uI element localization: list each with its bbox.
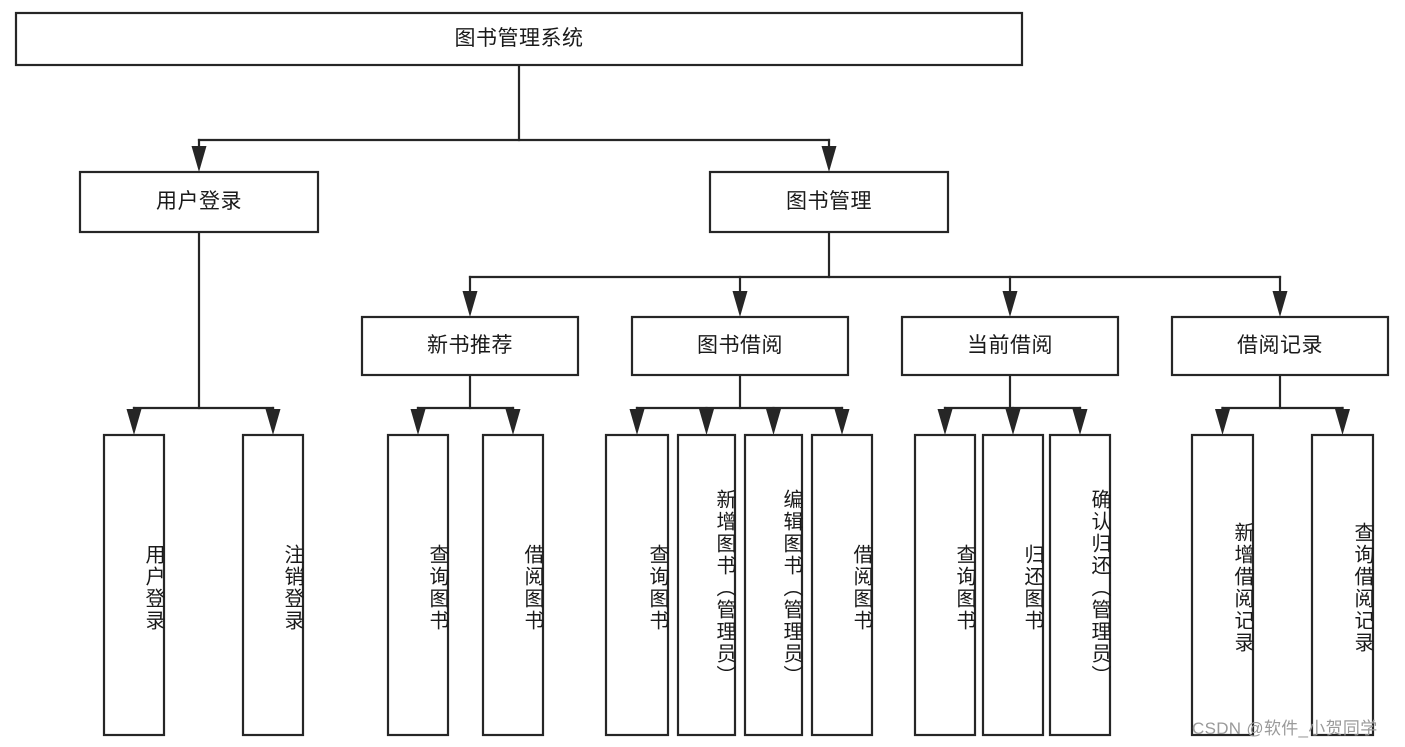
node-box-leaf-bb-add[interactable]: [676, 433, 737, 737]
nodes-layer: [14, 11, 1390, 737]
arrow-to-leaf-bb-add: [699, 409, 714, 435]
node-box-new-book-rec[interactable]: [360, 315, 580, 377]
arrow-to-leaf-user-login: [126, 409, 142, 435]
arrow-to-leaf-cb-query: [937, 409, 953, 435]
node-box-leaf-bb-edit[interactable]: [743, 433, 804, 737]
arrow-to-borrow-record: [1272, 291, 1288, 317]
node-box-leaf-br-add[interactable]: [1190, 433, 1255, 737]
arrow-to-leaf-br-add: [1215, 409, 1230, 435]
arrow-to-leaf-bb-borrow: [834, 409, 850, 435]
arrow-to-book-borrow: [732, 291, 748, 317]
node-box-user-login[interactable]: [78, 170, 320, 234]
arrow-to-leaf-br-query: [1335, 409, 1350, 435]
node-box-leaf-cb-query[interactable]: [913, 433, 977, 737]
node-box-book-borrow[interactable]: [630, 315, 850, 377]
node-box-leaf-bb-query[interactable]: [604, 433, 670, 737]
node-box-leaf-cb-confirm[interactable]: [1048, 433, 1112, 737]
node-box-current-borrow[interactable]: [900, 315, 1120, 377]
node-box-root[interactable]: [14, 11, 1024, 67]
arrow-to-current-borrow: [1002, 291, 1018, 317]
arrow-to-leaf-bb-edit: [766, 409, 781, 435]
node-box-leaf-rec-borrow[interactable]: [481, 433, 545, 737]
arrow-to-leaf-rec-query: [410, 409, 426, 435]
node-box-leaf-user-logout[interactable]: [241, 433, 305, 737]
node-box-leaf-rec-query[interactable]: [386, 433, 450, 737]
arrow-to-leaf-cb-return: [1005, 409, 1021, 435]
edges-layer: [126, 63, 1350, 435]
arrow-to-leaf-bb-query: [629, 409, 645, 435]
node-box-leaf-br-query[interactable]: [1310, 433, 1375, 737]
arrow-to-user-login: [191, 146, 207, 172]
arrow-to-leaf-cb-confirm: [1072, 409, 1088, 435]
arrow-to-book-manage: [821, 146, 837, 172]
node-box-leaf-cb-return[interactable]: [981, 433, 1045, 737]
arrow-to-leaf-rec-borrow: [505, 409, 521, 435]
node-box-leaf-bb-borrow[interactable]: [810, 433, 874, 737]
node-box-book-manage[interactable]: [708, 170, 950, 234]
csdn-watermark: CSDN @软件_小贺同学: [1192, 719, 1378, 738]
node-box-leaf-user-login[interactable]: [102, 433, 166, 737]
node-box-borrow-record[interactable]: [1170, 315, 1390, 377]
arrow-to-new-book-rec: [462, 291, 478, 317]
arrow-to-leaf-user-logout: [265, 409, 281, 435]
